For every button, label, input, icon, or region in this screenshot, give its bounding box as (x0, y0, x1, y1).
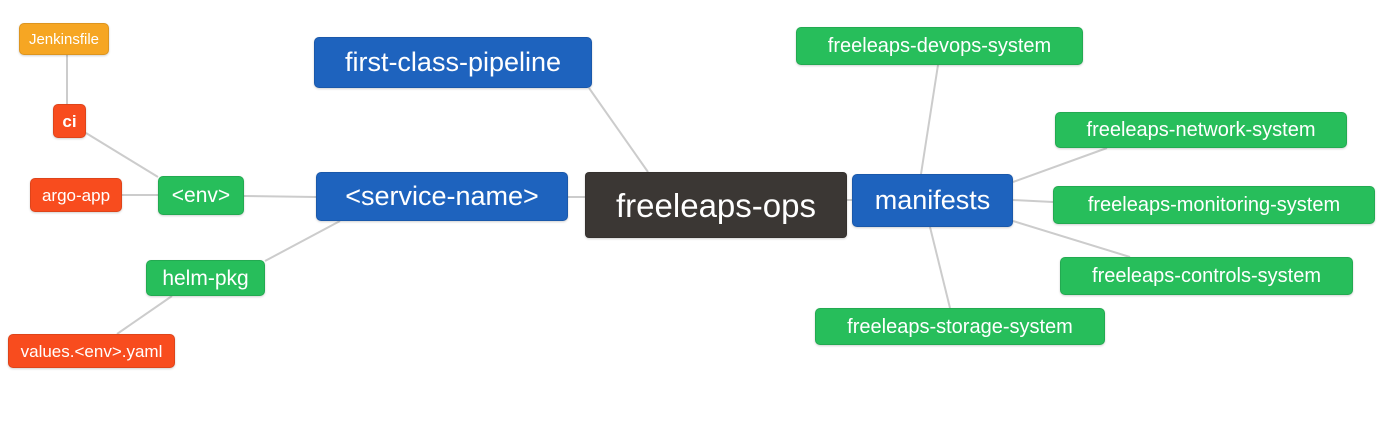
edge-manifests-storage (929, 226, 951, 309)
node-helm-pkg[interactable]: helm-pkg (146, 260, 265, 296)
node-argo-app[interactable]: argo-app (30, 178, 122, 212)
node-freeleaps-controls-system[interactable]: freeleaps-controls-system (1060, 257, 1353, 295)
node-jenkinsfile[interactable]: Jenkinsfile (19, 23, 109, 55)
node-ci[interactable]: ci (53, 104, 86, 138)
edge-group (66, 55, 1131, 335)
node-freeleaps-network-system[interactable]: freeleaps-network-system (1055, 112, 1347, 148)
node-first-class-pipeline[interactable]: first-class-pipeline (314, 37, 592, 88)
edge-values-helm-pkg (116, 295, 173, 335)
edge-manifests-devops (920, 64, 939, 175)
edge-manifests-monitoring (1012, 199, 1054, 203)
edge-pipeline-root (588, 87, 649, 173)
edge-helm-pkg-service-name (264, 220, 341, 262)
edge-manifests-controls (1012, 220, 1131, 258)
node-root-freeleaps-ops[interactable]: freeleaps-ops (585, 172, 847, 238)
edge-manifests-network (1012, 147, 1108, 183)
node-service-name[interactable]: <service-name> (316, 172, 568, 221)
node-freeleaps-devops-system[interactable]: freeleaps-devops-system (796, 27, 1083, 65)
node-manifests[interactable]: manifests (852, 174, 1013, 227)
node-freeleaps-storage-system[interactable]: freeleaps-storage-system (815, 308, 1105, 345)
edge-ci-env (85, 132, 159, 178)
edge-env-service-name (243, 195, 317, 198)
node-freeleaps-monitoring-system[interactable]: freeleaps-monitoring-system (1053, 186, 1375, 224)
node-values-env-yaml[interactable]: values.<env>.yaml (8, 334, 175, 368)
node-env[interactable]: <env> (158, 176, 244, 215)
